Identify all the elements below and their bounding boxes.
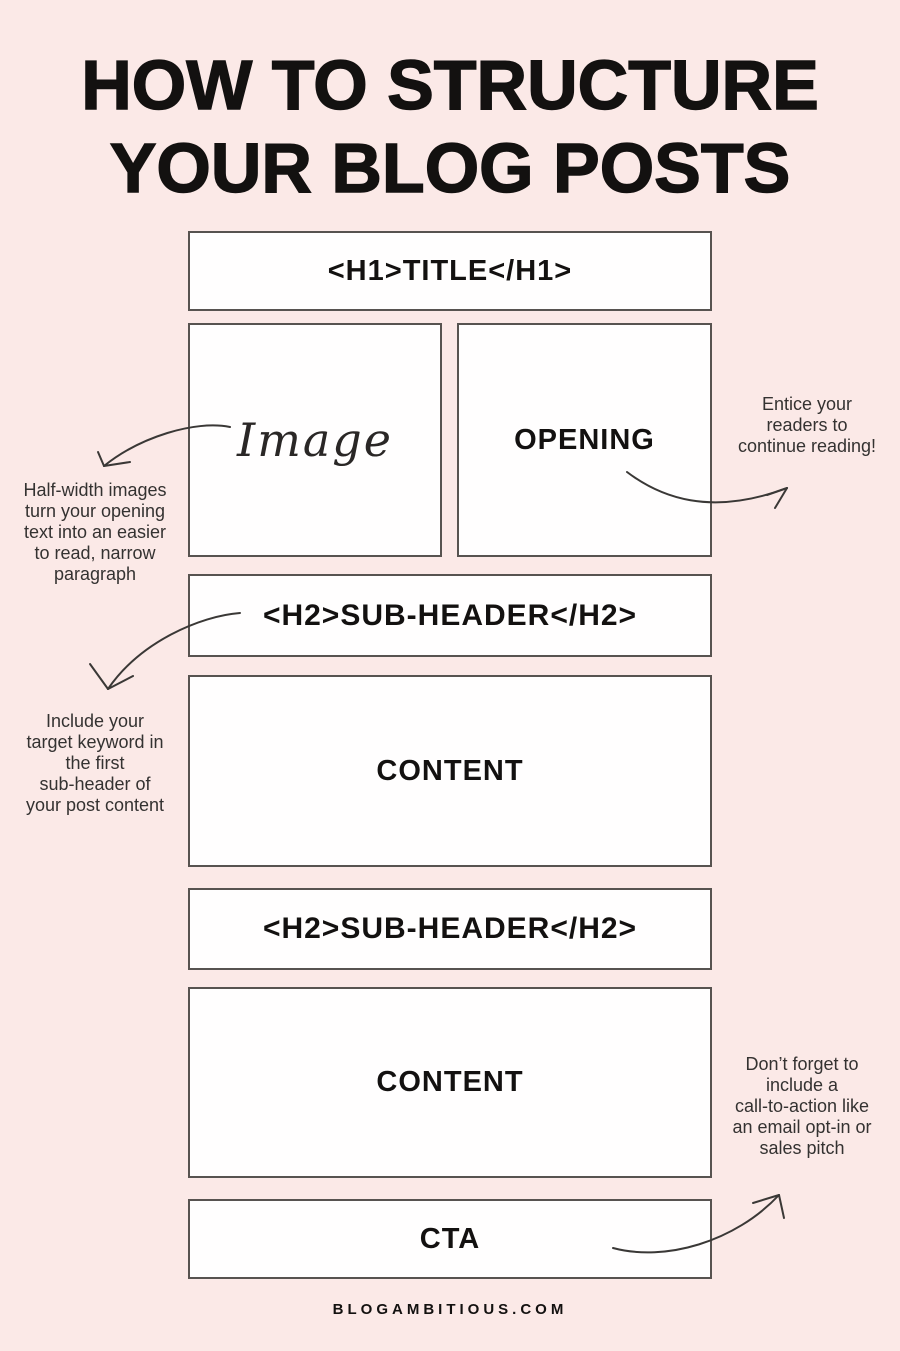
arrow-to-half-width-note-icon [97, 424, 231, 467]
box-content-1-label: CONTENT [376, 754, 524, 787]
note-line: Include your [45, 711, 145, 731]
box-h1-title: <H1>TITLE</H1> [188, 231, 712, 311]
note-line: Don’t forget to [745, 1054, 859, 1074]
page-title: HOW TO STRUCTURE YOUR BLOG POSTS [0, 44, 900, 210]
note-line: Half-width images [23, 480, 167, 500]
box-image: Image [188, 323, 442, 557]
footer-site-url: BLOGAMBITIOUS.COM [332, 1301, 568, 1318]
arrow-to-keyword-note-icon [89, 612, 241, 690]
note-line: Entice your [761, 394, 853, 414]
box-h1-title-label: <H1>TITLE</H1> [327, 254, 573, 287]
note-line: paragraph [53, 564, 137, 584]
box-subheader-2: <H2>SUB-HEADER</H2> [188, 888, 712, 970]
note-target-keyword: Include your target keyword in the first… [10, 711, 180, 816]
arrow-to-entice-note-icon [626, 471, 788, 509]
box-content-1: CONTENT [188, 675, 712, 867]
page-title-line-2: YOUR BLOG POSTS [109, 128, 791, 207]
note-line: your post content [25, 795, 165, 815]
box-opening: OPENING [457, 323, 712, 557]
note-line: an email opt-in or [732, 1117, 872, 1137]
note-entice-readers: Entice your readers to continue reading! [724, 394, 890, 457]
note-line: readers to [766, 415, 848, 435]
box-content-2-label: CONTENT [376, 1066, 524, 1098]
box-subheader-1: <H2>SUB-HEADER</H2> [188, 574, 712, 657]
box-subheader-2-label: <H2>SUB-HEADER</H2> [262, 912, 638, 945]
note-call-to-action: Don’t forget to include a call-to-action… [712, 1054, 892, 1159]
box-cta-label: CTA [419, 1222, 481, 1255]
note-line: turn your opening [24, 501, 166, 521]
box-subheader-1-label: <H2>SUB-HEADER</H2> [262, 598, 638, 632]
note-line: target keyword in [26, 732, 164, 752]
note-line: the first [65, 753, 125, 773]
note-line: to read, narrow [34, 543, 156, 563]
box-cta: CTA [188, 1199, 712, 1279]
box-content-2: CONTENT [188, 987, 712, 1178]
note-line: continue reading! [737, 436, 877, 456]
note-line: sub-header of [39, 774, 151, 794]
note-line: include a [765, 1075, 839, 1095]
note-line: sales pitch [759, 1138, 845, 1158]
page-title-line-1: HOW TO STRUCTURE [81, 45, 820, 124]
arrow-to-cta-note-icon [612, 1194, 785, 1254]
note-line: text into an easier [23, 522, 167, 542]
note-half-width-images: Half-width images turn your opening text… [8, 480, 182, 585]
note-line: call-to-action like [734, 1096, 870, 1116]
box-opening-label: OPENING [514, 423, 655, 456]
box-image-label: Image [237, 413, 393, 467]
